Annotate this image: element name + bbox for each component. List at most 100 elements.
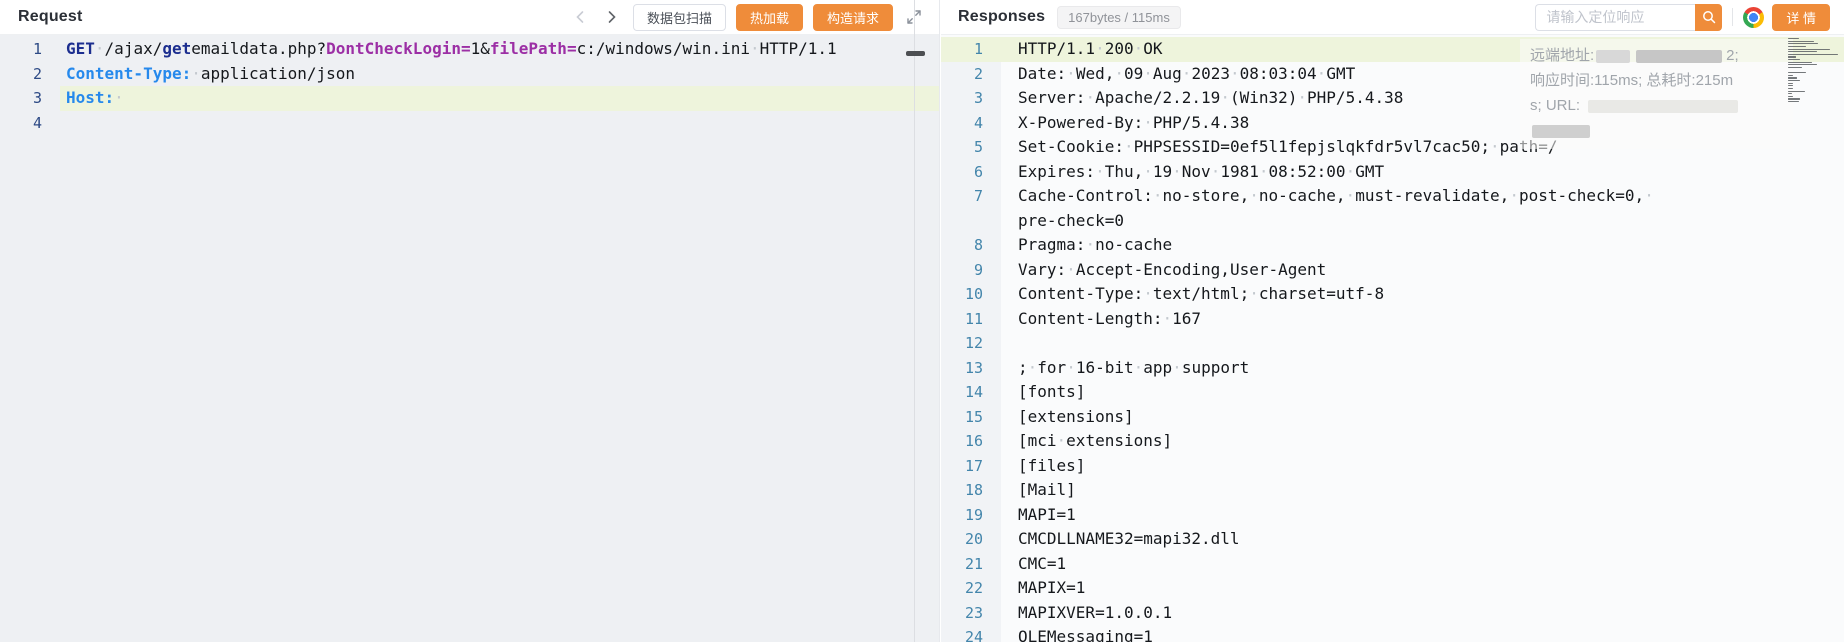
fullscreen-icon: [907, 10, 921, 24]
response-panel: Responses 167bytes / 115ms 详 情: [941, 0, 1844, 642]
code-line: 17[files]: [941, 453, 1844, 478]
response-header: Responses 167bytes / 115ms 详 情: [941, 0, 1844, 35]
search-button[interactable]: [1695, 3, 1723, 31]
code-line: 2 Date:·Wed,·09·Aug·2023·08:03:04·GMT: [941, 61, 1844, 86]
line-content: pre-check=0: [1018, 210, 1124, 230]
line-number: 14: [941, 380, 1001, 405]
line-number: 9: [941, 257, 1001, 282]
line-content: Server:·Apache/2.2.19·(Win32)·PHP/5.4.38: [1018, 88, 1404, 107]
request-scrollbar-thumb[interactable]: [906, 51, 925, 56]
redacted-block: [1588, 99, 1739, 113]
minimap-line: [1788, 98, 1800, 100]
minimap-line: [1788, 80, 1800, 82]
request-title: Request: [18, 8, 83, 25]
line-number: [941, 208, 1001, 233]
minimap-line: [1788, 77, 1797, 79]
code-line: 12: [941, 331, 1844, 356]
line-content: CMC=1: [1018, 553, 1067, 573]
code-line: 15[extensions]: [941, 404, 1844, 429]
chevron-right-icon: [608, 11, 616, 23]
minimap-line: [1788, 38, 1799, 40]
response-editor[interactable]: 远端地址:2; 响应时间:115ms; 总耗时:215m s; URL: 1 HT…: [941, 35, 1844, 642]
code-line: 16[mci·extensions]: [941, 429, 1844, 454]
minimap-line: [1788, 43, 1818, 45]
chrome-browser-icon[interactable]: [1743, 6, 1765, 28]
line-content: Content-Type:·application/json: [66, 63, 355, 83]
line-number: 1: [941, 37, 1001, 62]
line-content: Vary:·Accept-Encoding,User-Agent: [1018, 259, 1327, 279]
minimap-line: [1788, 48, 1830, 50]
line-number: 3: [941, 86, 1001, 111]
line-number: 22: [941, 576, 1001, 601]
next-packet-button[interactable]: [601, 8, 623, 26]
code-line: 1 HTTP/1.1·200·OK: [941, 37, 1844, 62]
line-number: 19: [941, 502, 1001, 527]
line-number: 18: [941, 478, 1001, 503]
line-content: CMCDLLNAME32=mapi32.dll: [1018, 529, 1240, 548]
search-icon: [1702, 11, 1716, 24]
minimap-line: [1788, 64, 1817, 66]
overlay-url: s; URL:: [1530, 93, 1785, 118]
line-number: 17: [941, 453, 1001, 478]
line-number: 23: [941, 600, 1001, 625]
minimap-line: [1788, 61, 1812, 63]
code-minimap[interactable]: [1786, 38, 1844, 104]
line-number: 13: [941, 355, 1001, 380]
header-separator: [1732, 8, 1734, 26]
code-line: 6 Expires:·Thu,·19·Nov·1981·08:52:00·GMT: [941, 159, 1844, 184]
line-content: ;·for·16-bit·app·support: [1018, 357, 1250, 377]
line-number: 2: [941, 61, 1001, 86]
overlay-remote-address: 远端地址:2;: [1530, 47, 1739, 64]
request-scrollbar-track: [914, 0, 915, 642]
redacted-block: [1532, 124, 1590, 138]
line-content: [1001, 331, 1844, 356]
line-content: MAPIXVER=1.0.0.1: [1018, 602, 1173, 622]
minimap-line: [1788, 85, 1793, 87]
line-number: 2: [32, 64, 42, 83]
line-content: OLEMessaging=1: [1018, 627, 1153, 642]
minimap-line: [1788, 93, 1792, 95]
line-content: [extensions]: [1018, 406, 1134, 426]
minimap-line: [1788, 56, 1796, 58]
line-content: Pragma:·no-cache: [1018, 235, 1173, 254]
minimap-line: [1788, 45, 1806, 48]
line-content: [mci·extensions]: [1018, 431, 1173, 450]
line-number: 4: [941, 110, 1001, 135]
chevron-left-icon: [576, 11, 584, 23]
line-content: Date:·Wed,·09·Aug·2023·08:03:04·GMT: [1018, 63, 1356, 83]
minimap-line: [1788, 72, 1806, 74]
response-meta-overlay: 远端地址:2; 响应时间:115ms; 总耗时:215m s; URL:: [1520, 39, 1793, 149]
line-number: 4: [32, 113, 42, 132]
line-content: HTTP/1.1·200·OK: [1018, 39, 1163, 58]
line-content: Expires:·Thu,·19·Nov·1981·08:52:00·GMT: [1018, 161, 1385, 181]
line-number: 6: [941, 159, 1001, 184]
line-number: 8: [941, 233, 1001, 258]
code-line: 3 Server:·Apache/2.2.19·(Win32)·PHP/5.4.3…: [941, 86, 1844, 111]
prev-packet-button[interactable]: [569, 8, 591, 26]
detail-button[interactable]: 详 情: [1772, 3, 1830, 31]
overlay-timing: 响应时间:115ms; 总耗时:215m: [1530, 72, 1734, 89]
redacted-block: [1636, 49, 1723, 63]
request-panel: Request 数据包扫描 热加载 构造请求: [0, 0, 940, 642]
redacted-block: [1596, 49, 1631, 63]
search-input[interactable]: [1535, 3, 1696, 31]
line-number: 3: [32, 89, 42, 107]
line-content: GET·/ajax/getemaildata.php?DontCheckLogi…: [66, 39, 837, 58]
minimap-line: [1788, 90, 1805, 92]
build-request-button[interactable]: 构造请求: [812, 3, 893, 31]
hot-reload-button[interactable]: 热加载: [735, 3, 803, 31]
minimap-line: [1788, 87, 1793, 90]
line-content: [60, 111, 939, 136]
fullscreen-button[interactable]: [903, 6, 925, 28]
packet-scan-button[interactable]: 数据包扫描: [632, 3, 726, 31]
code-line: 8 Pragma:·no-cache: [941, 233, 1844, 258]
